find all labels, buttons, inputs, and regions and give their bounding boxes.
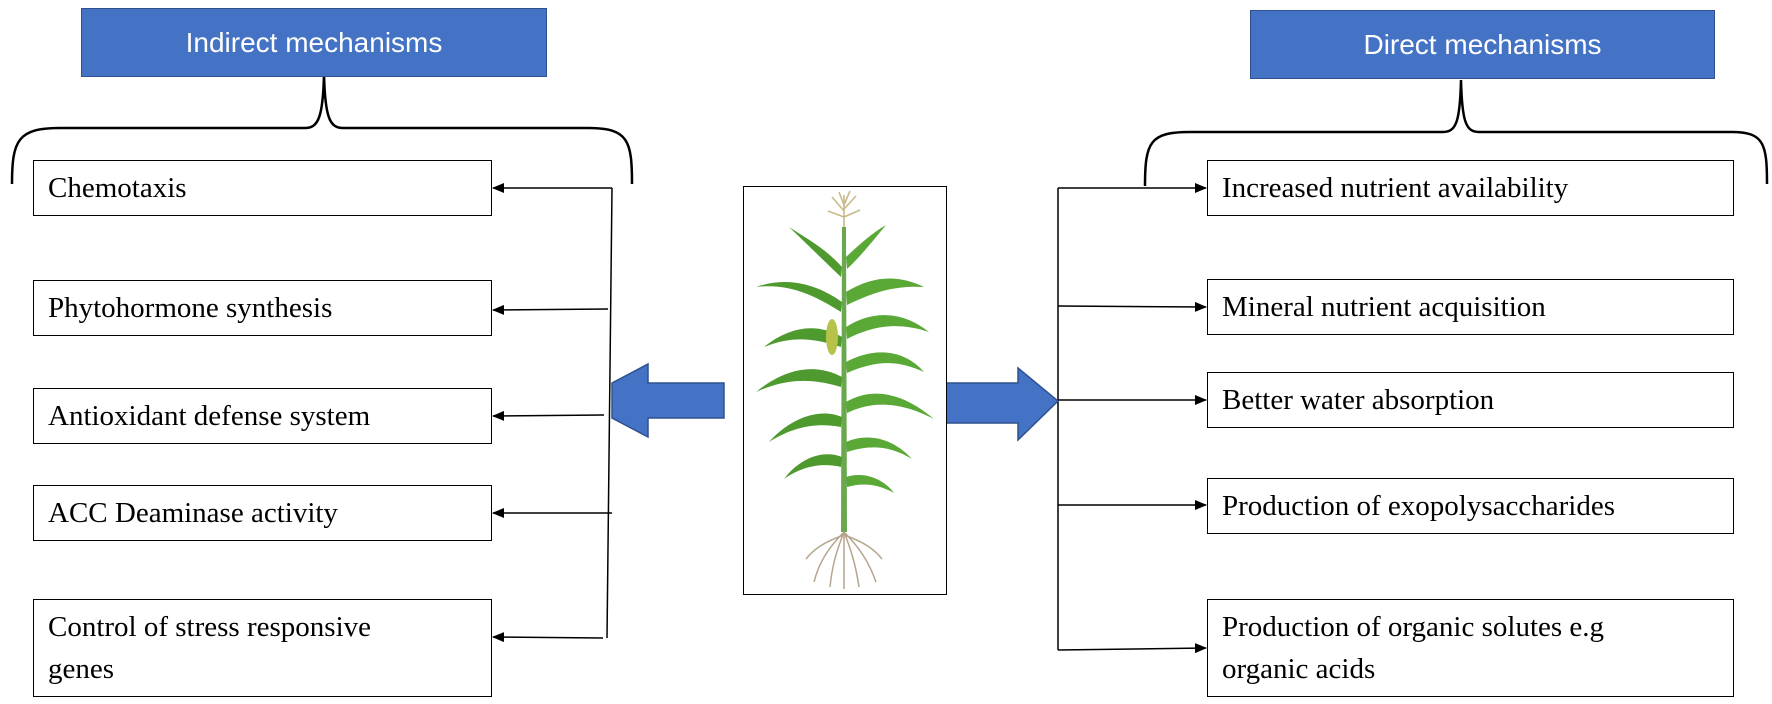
direct-item-mineral-acquisition: Mineral nutrient acquisition: [1207, 279, 1734, 335]
indirect-item-antioxidant-defense: Antioxidant defense system: [33, 388, 492, 444]
indirect-item-label: Antioxidant defense system: [48, 400, 371, 432]
direct-item-label: Production of exopolysaccharides: [1222, 490, 1616, 522]
indirect-header-label: Indirect mechanisms: [185, 26, 443, 58]
indirect-item-label: Control of stress responsive genes: [48, 611, 371, 685]
direct-item-label: Mineral nutrient acquisition: [1222, 291, 1546, 323]
indirect-item-label: Chemotaxis: [48, 172, 187, 204]
indirect-mechanisms-header: Indirect mechanisms: [81, 8, 547, 77]
indirect-arrow-3: [492, 410, 605, 421]
indirect-trunk-line: [606, 187, 613, 639]
direct-item-label: Production of organic solutes e.g organi…: [1222, 611, 1605, 685]
direct-arrow-5: [1057, 643, 1207, 654]
indirect-arrow-5: [492, 632, 604, 643]
direct-item-exopolysaccharides: Production of exopolysaccharides: [1207, 478, 1734, 534]
indirect-item-stress-genes: Control of stress responsive genes: [33, 599, 492, 697]
direct-item-label: Better water absorption: [1222, 384, 1495, 416]
direct-arrow-2: [1057, 301, 1207, 312]
indirect-item-chemotaxis: Chemotaxis: [33, 160, 492, 216]
direct-item-organic-solutes: Production of organic solutes e.g organi…: [1207, 599, 1734, 697]
direct-bracket: [1143, 79, 1769, 187]
direct-item-water-absorption: Better water absorption: [1207, 372, 1734, 428]
indirect-item-label: Phytohormone synthesis: [48, 292, 333, 324]
indirect-item-phytohormone-synthesis: Phytohormone synthesis: [33, 280, 492, 336]
direct-item-label: Increased nutrient availability: [1222, 172, 1569, 204]
indirect-item-acc-deaminase: ACC Deaminase activity: [33, 485, 492, 541]
direct-header-label: Direct mechanisms: [1363, 28, 1602, 60]
indirect-item-label: ACC Deaminase activity: [48, 497, 338, 529]
indirect-arrow-2: [492, 304, 609, 315]
direct-item-nutrient-availability: Increased nutrient availability: [1207, 160, 1734, 216]
plant-image-frame: [743, 186, 947, 595]
block-arrow-right-icon: [944, 366, 1060, 442]
direct-mechanisms-header: Direct mechanisms: [1250, 10, 1715, 79]
block-arrow-left-icon: [611, 362, 725, 439]
maize-plant-icon: [756, 190, 934, 589]
